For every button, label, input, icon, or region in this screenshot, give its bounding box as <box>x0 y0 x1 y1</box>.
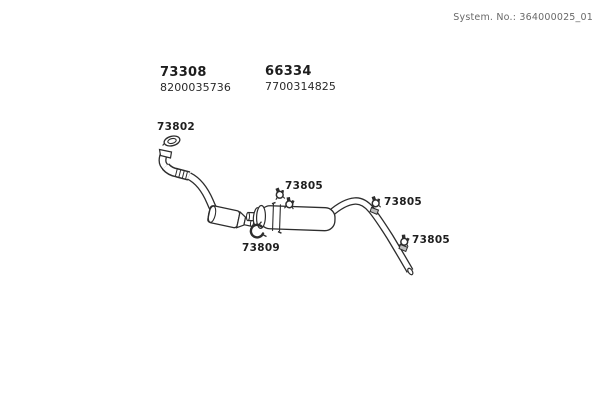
flex-coupling-icon <box>161 163 191 181</box>
muffler-icon <box>246 201 336 234</box>
callout-73802: 73802 <box>157 121 195 133</box>
flange-gasket-icon <box>162 135 181 147</box>
tail-pipe-icon <box>327 197 414 276</box>
part-entry: 66334 7700314825 <box>265 65 336 93</box>
callout-73805-rear: 73805 <box>412 234 450 246</box>
system-number: System. No.: 364000025_01 <box>453 12 593 23</box>
callout-73805-mid: 73805 <box>384 196 422 208</box>
part-number: 66334 <box>265 64 312 79</box>
callout-73809: 73809 <box>242 242 280 254</box>
part-entry: 73308 8200035736 <box>160 66 231 94</box>
catalytic-converter-icon <box>207 205 255 229</box>
part-number: 73308 <box>160 65 207 80</box>
part-reference: 8200035736 <box>160 81 231 94</box>
callout-73805-front: 73805 <box>285 180 323 192</box>
pipe-ring-clamp-icon <box>249 221 267 239</box>
front-pipe-icon <box>158 148 222 219</box>
hanger-bracket-icon <box>369 206 380 215</box>
clamp-icon <box>273 186 286 201</box>
part-reference: 7700314825 <box>265 80 336 93</box>
hanger-bracket-icon <box>398 243 409 253</box>
